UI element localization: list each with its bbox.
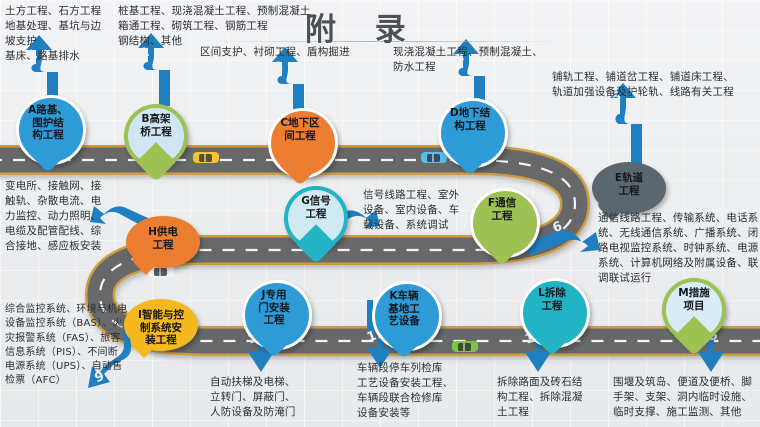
note-text-2: 桩基工程、现浇混凝土工程、预制混凝土 箱通工程、砌筑工程、钢筋工程 钢结构、其他 bbox=[118, 5, 311, 47]
map-pin-c[interactable]: C地下区 间工程 bbox=[268, 108, 338, 186]
pin-label: H供电 工程 bbox=[148, 226, 178, 251]
map-pin-a[interactable]: A路基、 围护结 构工程 bbox=[16, 95, 86, 173]
map-pin-l[interactable]: L拆除 工程 bbox=[520, 278, 590, 356]
pin-label: B高架 桥工程 bbox=[140, 113, 172, 138]
pin-label: K车辆 基地工 艺设备 bbox=[388, 290, 420, 327]
map-pin-b[interactable]: B高架 桥工程 bbox=[124, 104, 188, 182]
note-text-5: 铺轨工程、铺道岔工程、铺道床工程、 轨道加强设备及护轮轨、线路有关工程 bbox=[552, 71, 734, 98]
pin-label: I智能与控 制系统安 装工程 bbox=[138, 309, 184, 346]
note-text-11: 车辆段停车列检库 工艺设备安装工程、 车辆段联合检修库 设备安装等 bbox=[357, 362, 454, 419]
map-pin-h[interactable]: H供电 工程 bbox=[126, 216, 200, 275]
note-text-13: 围堰及筑岛、便道及便桥、脚 手架、支架、洞内临时设施、 临时支撑、施工监测、其他 bbox=[613, 376, 753, 418]
car-green bbox=[452, 341, 478, 352]
note-text-1: 土方工程、石方工程 地基处理、基坑与边 坡支护 基床、路基排水 bbox=[5, 5, 102, 62]
car-white bbox=[148, 266, 174, 277]
pin-label: A路基、 围护结 构工程 bbox=[28, 104, 68, 141]
pin-bubble bbox=[284, 186, 348, 250]
note-text-4: 现浇混凝土工程、预制混凝土、 防水工程 bbox=[393, 46, 543, 73]
pin-label: M措施 项目 bbox=[678, 287, 710, 312]
map-pin-e[interactable]: E轨道 工程 bbox=[592, 162, 666, 221]
map-pin-g[interactable]: G信号 工程 bbox=[284, 186, 348, 264]
note-text-12: 拆除路面及砖石结 构工程、拆除混凝 土工程 bbox=[497, 376, 583, 418]
map-pin-i[interactable]: I智能与控 制系统安 装工程 bbox=[124, 299, 198, 358]
title-rule bbox=[210, 41, 562, 42]
note-text-8: 变电所、接触网、接 触轨、杂散电流、电 力监控、动力照明、 电缆及配管配线、综 … bbox=[5, 180, 102, 252]
pin-label: F通信 工程 bbox=[487, 197, 517, 222]
note-text-6: 通信线路工程、传输系统、电话系 统、无线通信系统、广播系统、闭 路电视监控系统、… bbox=[598, 212, 759, 284]
pin-label: E轨道 工程 bbox=[614, 172, 644, 197]
pin-label: J专用 门安装 工程 bbox=[258, 289, 290, 326]
car-blue bbox=[421, 152, 447, 163]
map-pin-f[interactable]: F通信 工程 bbox=[470, 188, 540, 266]
map-pin-k[interactable]: K车辆 基地工 艺设备 bbox=[372, 281, 442, 359]
map-pin-d[interactable]: D地下结 构工程 bbox=[438, 98, 508, 176]
page-title: 附 录 bbox=[305, 12, 420, 48]
pin-label: L拆除 工程 bbox=[538, 287, 566, 312]
note-text-9: 综合监控系统、环境与机电 设备监控系统（BAS）、火 灾报警系统（FAS）、旅客… bbox=[5, 304, 128, 387]
note-text-10: 自动扶梯及电梯、 立转门、屏蔽门、 人防设备及防淹门 bbox=[210, 376, 296, 418]
map-pin-j[interactable]: J专用 门安装 工程 bbox=[242, 280, 312, 358]
note-text-7: 信号线路工程、室外 设备、室内设备、车 载设备、系统调试 bbox=[363, 189, 460, 231]
pin-label: C地下区 间工程 bbox=[280, 117, 320, 142]
note-text-3: 区间支护、衬砌工程、盾构掘进 bbox=[200, 46, 350, 58]
pin-label: D地下结 构工程 bbox=[449, 107, 491, 132]
car-yellow bbox=[193, 152, 219, 163]
pin-label: G信号 工程 bbox=[301, 195, 331, 220]
map-pin-m[interactable]: M措施 项目 bbox=[662, 278, 726, 356]
